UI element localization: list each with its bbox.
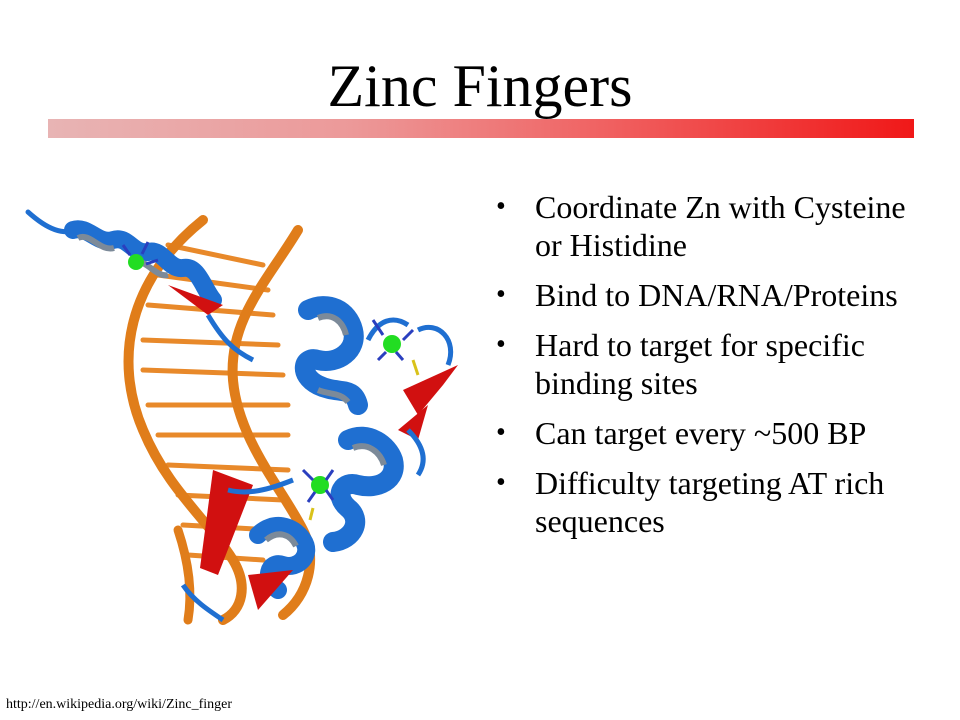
dna-backbone-strand-1: [123, 215, 247, 625]
zinc-ion-2: [383, 335, 401, 353]
zinc-finger-3: [180, 426, 426, 623]
bullet-glyph: •: [496, 467, 506, 498]
zinc-ion-3: [311, 476, 329, 494]
zinc-finger-1: [25, 209, 255, 363]
zinc-finger-dna-illustration: [25, 209, 458, 625]
zinc-ion-1: [128, 254, 144, 270]
bullet-glyph: •: [496, 417, 506, 448]
zinc-finger-2: [294, 296, 458, 440]
bullet-text: Coordinate Zn with Cysteine or Histidine: [535, 189, 906, 263]
dna-backbone-strand-2: [227, 225, 315, 620]
source-citation-link[interactable]: http://en.wikipedia.org/wiki/Zinc_finger: [6, 697, 233, 712]
bullet-text: Difficulty targeting AT rich sequences: [535, 465, 885, 539]
bullet-text: Hard to target for specific binding site…: [535, 327, 865, 401]
bullet-glyph: •: [496, 329, 506, 360]
bullet-text: Bind to DNA/RNA/Proteins: [535, 277, 898, 313]
bullet-text: Can target every ~500 BP: [535, 415, 867, 451]
bullet-item: • Coordinate Zn with Cysteine or Histidi…: [494, 188, 934, 264]
bullet-item: • Can target every ~500 BP: [494, 414, 934, 452]
bullet-glyph: •: [496, 191, 506, 222]
bullet-list: • Coordinate Zn with Cysteine or Histidi…: [494, 188, 934, 552]
bullet-item: • Hard to target for specific binding si…: [494, 326, 934, 402]
bullet-item: • Difficulty targeting AT rich sequences: [494, 464, 934, 540]
slide-title: Zinc Fingers: [327, 53, 633, 119]
bullet-glyph: •: [496, 279, 506, 310]
dna-backbone-strand-3: [173, 525, 195, 625]
title-underline-bar: [48, 119, 914, 138]
bullet-item: • Bind to DNA/RNA/Proteins: [494, 276, 934, 314]
